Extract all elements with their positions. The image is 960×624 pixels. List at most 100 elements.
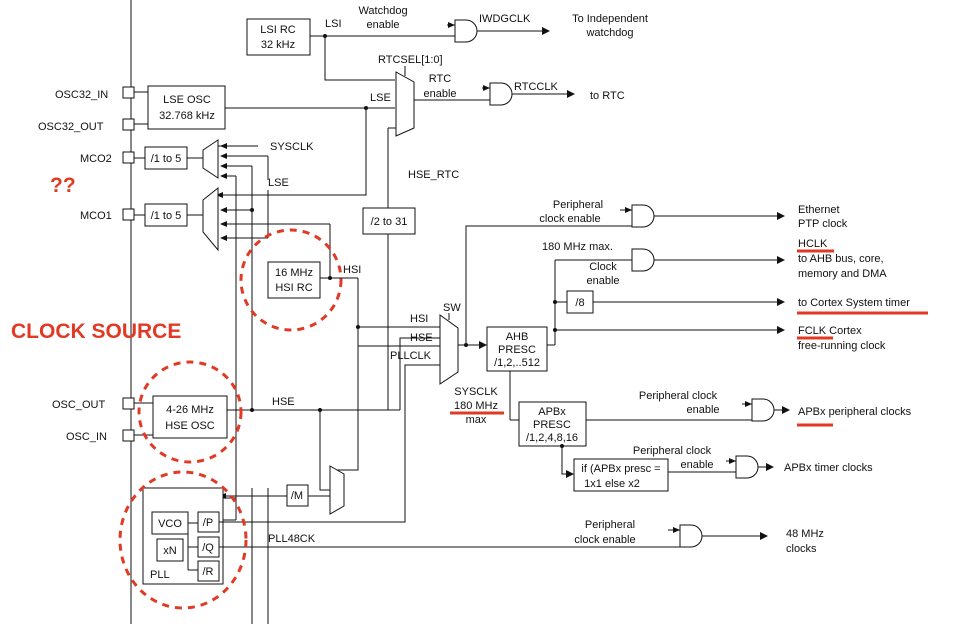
svg-text:To Independent: To Independent: [572, 13, 648, 25]
pin-osc32-in: OSC32_IN: [55, 86, 135, 101]
svg-text:PTP clock: PTP clock: [798, 218, 848, 230]
div-p-label: /P: [203, 517, 213, 529]
svg-text:16 MHz: 16 MHz: [275, 267, 313, 279]
rtc-mux: [395, 71, 415, 137]
svg-text:clock enable: clock enable: [574, 534, 635, 546]
svg-text:180 MHz: 180 MHz: [454, 400, 498, 412]
sysclk-mco-label: SYSCLK: [270, 141, 314, 153]
sysclk-mux: [439, 314, 459, 385]
pin-osc32-out: OSC32_OUT: [38, 118, 135, 133]
hse-highlight-circle: [137, 360, 243, 464]
clocks-48mhz-output: 48 MHz clocks: [786, 528, 824, 555]
svg-text:1x1 else x2: 1x1 else x2: [584, 478, 640, 490]
hse-osc-block: 4-26 MHz HSE OSC: [152, 395, 228, 439]
svg-text:/8: /8: [575, 297, 584, 309]
vco-label: VCO: [158, 518, 182, 530]
svg-text:SYSCLK: SYSCLK: [454, 386, 498, 398]
svg-text:HSI RC: HSI RC: [275, 282, 312, 294]
watchdog-enable-label: Watchdog enable: [358, 5, 407, 31]
svg-text:APBx: APBx: [538, 406, 566, 418]
ahb-clock-enable-label: Clock enable: [586, 261, 619, 287]
pin-mco2: MCO2: [80, 151, 135, 165]
sysclk-info-label: SYSCLK 180 MHz max: [454, 386, 498, 426]
independent-watchdog-output: To Independent watchdog: [572, 13, 648, 39]
pll-block: VCO xN /P /Q /R PLL: [142, 487, 224, 585]
eth-enable-label: Peripheral clock enable: [539, 199, 603, 225]
svg-text:Clock: Clock: [589, 261, 617, 273]
svg-text:32.768 kHz: 32.768 kHz: [159, 110, 215, 122]
apbx-timer-output: APBx timer clocks: [784, 462, 873, 474]
hsi-signal-label: HSI: [343, 264, 361, 276]
svg-text:AHB: AHB: [506, 331, 529, 343]
svg-text:FCLK Cortex: FCLK Cortex: [798, 325, 862, 337]
svg-text:PRESC: PRESC: [533, 419, 571, 431]
apbx-peripheral-output: APBx peripheral clocks: [798, 406, 912, 418]
div-q-label: /Q: [202, 542, 214, 554]
svg-text:to AHB bus, core,: to AHB bus, core,: [798, 253, 884, 265]
svg-text:max: max: [466, 414, 487, 426]
pll-highlight-circle: [118, 470, 248, 610]
svg-text:/1 to 5: /1 to 5: [151, 210, 182, 222]
cortex-timer-output: to Cortex System timer: [798, 297, 910, 309]
svg-text:/1 to 5: /1 to 5: [151, 153, 182, 165]
pll48-enable-label: Peripheral clock enable: [574, 519, 635, 546]
to-rtc-label: to RTC: [590, 90, 625, 102]
svg-text:32 kHz: 32 kHz: [261, 39, 295, 51]
svg-text:memory and DMA: memory and DMA: [798, 268, 887, 280]
svg-text:clocks: clocks: [786, 543, 817, 555]
clock-source-annotation: CLOCK SOURCE: [11, 320, 181, 343]
svg-text:LSI RC: LSI RC: [260, 24, 296, 36]
svg-text:HCLK: HCLK: [798, 238, 828, 250]
svg-text:OSC32_IN: OSC32_IN: [55, 89, 108, 101]
svg-text:enable: enable: [680, 459, 713, 471]
fclk-output: FCLK Cortex free-running clock: [798, 325, 886, 352]
hse-signal-label: HSE: [272, 396, 295, 408]
div-8-block: /8: [566, 290, 594, 314]
ahb-presc-block: AHB PRESC /1,2,..512: [486, 326, 548, 372]
apb-enable-label: Peripheral clock enable: [639, 390, 720, 416]
hsi-rc-block: 16 MHz HSI RC: [267, 261, 321, 299]
svg-text:LSE OSC: LSE OSC: [163, 94, 211, 106]
pin-mco1: MCO1: [80, 208, 135, 222]
svg-text:Watchdog: Watchdog: [358, 5, 407, 17]
div-mco1-block: /1 to 5: [144, 203, 188, 227]
svg-text:enable: enable: [423, 88, 456, 100]
svg-text:Ethernet: Ethernet: [798, 204, 840, 216]
hclk-and-gate: [631, 248, 655, 272]
xn-label: xN: [163, 545, 177, 557]
apb-and-gate: [751, 398, 775, 422]
svg-text:/2 to 31: /2 to 31: [371, 216, 408, 228]
svg-text:HSE OSC: HSE OSC: [165, 420, 215, 432]
sw-label: SW: [443, 302, 461, 314]
apbx-presc-block: APBx PRESC /1,2,4,8,16: [518, 401, 587, 447]
lse-mco-label: LSE: [268, 177, 289, 189]
svg-text:enable: enable: [686, 404, 719, 416]
hclk-output: HCLK to AHB bus, core, memory and DMA: [798, 238, 887, 280]
svg-text:/1,2,4,8,16: /1,2,4,8,16: [526, 432, 578, 444]
pll48-and-gate: [679, 524, 703, 548]
pll-label: PLL: [150, 569, 170, 581]
watchdog-and-gate: [454, 19, 478, 43]
svg-text:OSC_OUT: OSC_OUT: [52, 399, 105, 411]
pin-osc-in: OSC_IN: [66, 429, 135, 443]
svg-text:watchdog: watchdog: [585, 27, 633, 39]
svg-text:48 MHz: 48 MHz: [786, 528, 824, 540]
apb-timer-and-gate: [735, 455, 759, 479]
div-2-31-block: /2 to 31: [362, 207, 416, 235]
pllclk-label: PLLCLK: [390, 350, 432, 362]
apb-timer-enable-label: Peripheral clock enable: [633, 445, 714, 471]
svg-text:/M: /M: [291, 490, 303, 502]
svg-text:PRESC: PRESC: [498, 344, 536, 356]
rtc-and-gate: [489, 82, 513, 106]
mco2-mux: [202, 139, 219, 179]
lsi-rc-block: LSI RC 32 kHz: [246, 18, 311, 56]
svg-text:enable: enable: [586, 275, 619, 287]
timer-mult-block: if (APBx presc = 1x1 else x2: [573, 458, 669, 492]
pin-osc-out: OSC_OUT: [52, 397, 135, 411]
ahb-max-label: 180 MHz max.: [542, 241, 613, 253]
rtcsel-label: RTCSEL[1:0]: [378, 54, 443, 66]
lsi-signal-label: LSI: [325, 18, 342, 30]
svg-text:if (APBx presc =: if (APBx presc =: [581, 463, 660, 475]
svg-text:MCO1: MCO1: [80, 210, 112, 222]
